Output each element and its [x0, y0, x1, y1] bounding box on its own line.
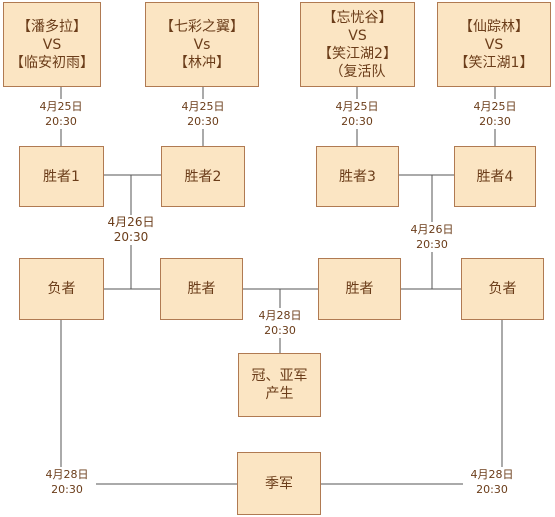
match-2-time: 4月25日 20:30	[174, 99, 232, 129]
match-3-time: 4月25日 20:30	[328, 99, 386, 129]
final-box: 冠、亚军产生	[238, 353, 321, 417]
third-right-time: 4月28日 20:30	[463, 467, 521, 497]
winner-left-box: 胜者	[160, 258, 243, 320]
third-left-time: 4月28日 20:30	[38, 467, 96, 497]
match-box-4: 【仙踪林】 VS 【笑江湖1】	[437, 2, 551, 87]
third-place-box: 季军	[237, 452, 321, 515]
match-1-time: 4月25日 20:30	[32, 99, 90, 129]
winner-box-1: 胜者1	[19, 146, 104, 207]
loser-left-box: 负者	[19, 258, 104, 320]
winner-box-4: 胜者4	[454, 146, 536, 207]
winner-box-3: 胜者3	[316, 146, 399, 207]
right-semis-time: 4月26日 20:30	[403, 222, 461, 252]
final-time: 4月28日 20:30	[251, 308, 309, 338]
match-4-time: 4月25日 20:30	[466, 99, 524, 129]
match-box-1: 【潘多拉】 VS 【临安初雨】	[3, 2, 101, 87]
left-semis-time: 4月26日 20:30	[102, 215, 160, 245]
match-box-2: 【七彩之翼】 Vs 【林冲】	[145, 2, 259, 87]
winner-box-2: 胜者2	[161, 146, 245, 207]
winner-right-box: 胜者	[318, 258, 401, 320]
match-box-3: 【忘忧谷】 VS 【笑江湖2】 （复活队	[300, 2, 415, 87]
loser-right-box: 负者	[461, 258, 544, 320]
